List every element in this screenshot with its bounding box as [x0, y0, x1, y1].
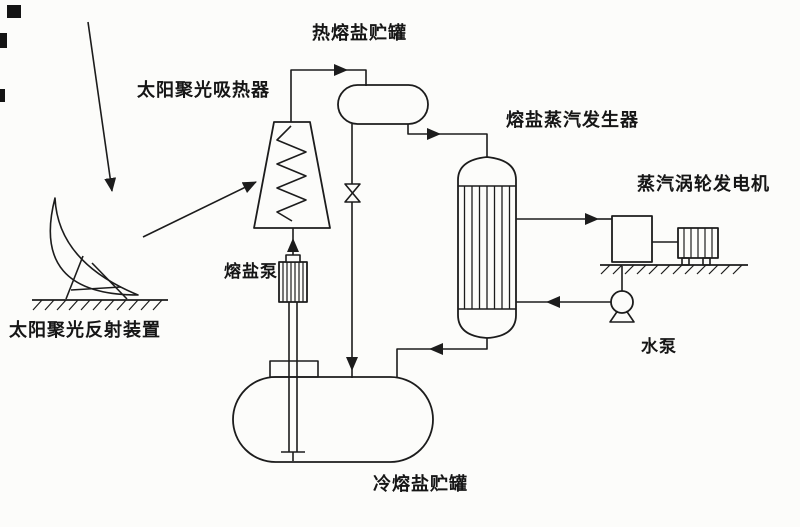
steam-generator-vessel: [457, 156, 517, 339]
generator-tube-bundle: [463, 186, 511, 309]
ground-hatching-dish: [32, 299, 163, 311]
solar-absorber: [253, 121, 331, 229]
label-reflector: 太阳聚光反射装置: [9, 320, 161, 340]
turbine-casing: [611, 215, 653, 263]
scan-artifacts: [0, 5, 21, 102]
absorber-coil: [276, 125, 307, 222]
hot-salt-tank: [337, 84, 429, 125]
cold-salt-tank: [232, 360, 434, 463]
label-salt-pump: 熔盐泵: [224, 262, 278, 281]
sun-ray-arrow: [87, 21, 117, 192]
label-turbine-generator: 蒸汽涡轮发电机: [637, 174, 770, 194]
valve-icon: [344, 183, 361, 203]
pipe-hot-tank-to-steam-generator: [407, 124, 488, 158]
water-pump-icon: [609, 290, 635, 323]
label-absorber: 太阳聚光吸热器: [137, 80, 270, 100]
solar-reflector-dish: [32, 197, 168, 311]
salt-pump-cap: [285, 254, 301, 263]
label-hot-tank: 热熔盐贮罐: [312, 23, 407, 43]
ground-hatching-turbine: [600, 264, 743, 275]
label-cold-tank: 冷熔盐贮罐: [373, 474, 468, 494]
pipe-hot-tank-to-cold-tank: [344, 124, 361, 378]
label-water-pump: 水泵: [641, 337, 677, 356]
steam-turbine-generator-set: [600, 215, 748, 275]
salt-pump-motor-fins: [282, 262, 304, 302]
generator-foot: [681, 257, 690, 266]
pipe-generator-to-cold-tank: [396, 338, 488, 378]
pipe-absorber-to-hot-tank: [290, 64, 367, 122]
pump-mounting-collar: [269, 360, 319, 378]
molten-salt-pump: [278, 254, 308, 461]
reflected-ray-arrow: [142, 181, 257, 238]
generator-fins: [683, 228, 713, 258]
generator-foot: [702, 257, 711, 266]
label-steam-generator: 熔盐蒸汽发生器: [506, 110, 639, 130]
